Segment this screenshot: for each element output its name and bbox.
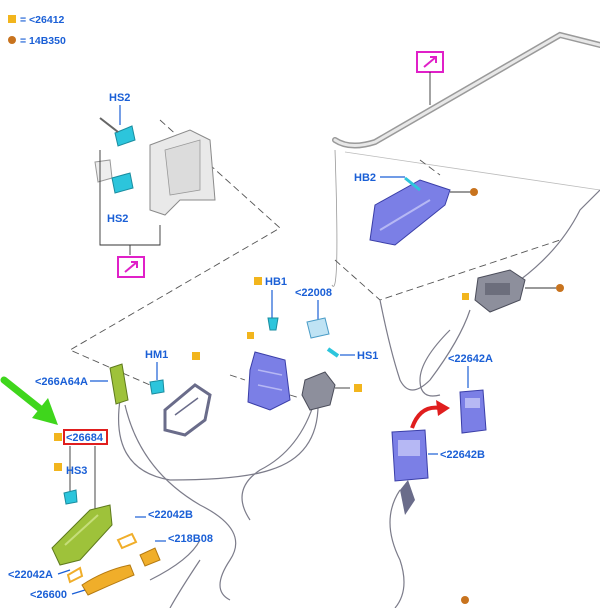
switch-panel-22642b — [391, 429, 429, 482]
lock-cylinder-cap-218b08 — [139, 547, 161, 567]
marker-square-bezel — [354, 384, 362, 392]
leader-22042a — [57, 569, 71, 575]
screw-hb1-icon — [267, 317, 279, 331]
marker-circle-bottom — [461, 596, 469, 604]
exterior-handle-26600 — [81, 564, 135, 596]
label-22042b: <22042B — [148, 509, 193, 521]
screw-hs2-bottom-icon — [111, 172, 134, 194]
handle-bracket-266a64a — [109, 363, 129, 405]
label-22008: <22008 — [295, 287, 332, 299]
screw-hs2-top-icon — [99, 117, 136, 147]
callout-box-left[interactable] — [117, 256, 145, 278]
legend-square-text: = <26412 — [20, 14, 65, 26]
screw-hs3-icon — [63, 489, 78, 505]
label-hs2-top: HS2 — [109, 92, 130, 104]
arrow-box-icon — [124, 261, 138, 273]
marker-square-hm1 — [192, 352, 200, 360]
label-266a64a: <266A64A — [35, 376, 88, 388]
screw-hb2-icon — [404, 176, 421, 192]
clip-22008-icon — [306, 317, 330, 339]
label-hs1: HS1 — [357, 350, 378, 362]
label-hm1: HM1 — [145, 349, 168, 361]
switch-connector — [400, 480, 415, 515]
door-reinforcement-frame — [163, 383, 212, 437]
marker-square-center — [247, 332, 254, 339]
mounting-bracket — [94, 129, 216, 216]
marker-square-latch — [462, 293, 469, 300]
legend-circle-icon — [8, 36, 16, 44]
label-218b08: <218B08 — [168, 533, 213, 545]
legend-square-icon — [8, 15, 16, 23]
highlight-box-26684 — [63, 429, 108, 445]
arrow-box-icon — [423, 56, 437, 68]
door-latch-module — [474, 269, 526, 313]
marker-square-hb1 — [254, 277, 262, 285]
marker-square-hs3 — [54, 463, 62, 471]
switch-panel-22642a — [459, 389, 487, 434]
marker-square-26684 — [54, 433, 62, 441]
green-arrow-icon — [0, 376, 58, 425]
label-22642a: <22642A — [448, 353, 493, 365]
label-hs2-bottom: HS2 — [107, 213, 128, 225]
callout-box-top[interactable] — [416, 51, 444, 105]
label-26684: <26684 — [66, 432, 104, 444]
label-22642b: <22642B — [440, 449, 485, 461]
exterior-handle-bezel — [301, 371, 336, 411]
leader-26600 — [71, 589, 86, 595]
screw-hm1-icon — [149, 379, 165, 395]
legend-circle-text: = 14B350 — [20, 35, 66, 47]
gasket-22042b-icon — [116, 532, 138, 550]
gasket-22042a-icon — [66, 566, 84, 584]
screw-hs1-icon — [326, 347, 340, 358]
exterior-handle-frame-26684 — [51, 504, 113, 566]
window-channel — [331, 31, 600, 287]
door-lock-actuator — [247, 351, 291, 411]
dash-line-hb2 — [419, 159, 441, 176]
label-22042a: <22042A — [8, 569, 53, 581]
red-curved-arrow-icon — [410, 400, 450, 429]
cables — [118, 189, 600, 609]
dash-line-right — [334, 239, 561, 301]
marker-circle-latch — [556, 284, 564, 292]
label-hs3: HS3 — [66, 465, 87, 477]
marker-circle-hb2 — [470, 188, 478, 196]
legend: = <26412 = 14B350 — [8, 14, 66, 47]
label-26600: <26600 — [30, 589, 67, 601]
dash-line-upper-left — [69, 119, 281, 386]
label-hb2: HB2 — [354, 172, 376, 184]
bracket-line-hs2 — [99, 150, 161, 255]
interior-handle-hb2 — [369, 179, 451, 246]
dash-line-center — [229, 374, 301, 399]
label-hb1: HB1 — [265, 276, 287, 288]
